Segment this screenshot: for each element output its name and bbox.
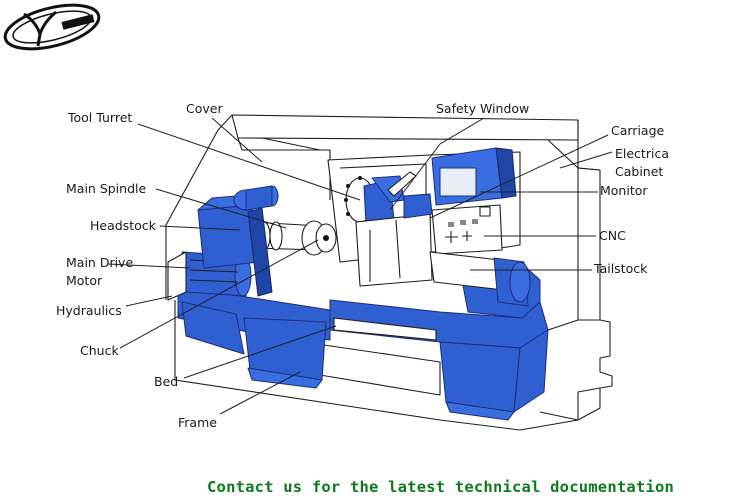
label-headstock: Headstock <box>90 218 157 233</box>
label-carriage: Carriage <box>611 123 665 138</box>
label-cnc: CNC <box>599 228 626 243</box>
label-main-drive-motor-line1: Main Drive <box>66 255 133 270</box>
headstock <box>197 185 279 269</box>
label-frame: Frame <box>178 415 217 430</box>
label-cover: Cover <box>186 101 223 116</box>
label-main-spindle: Main Spindle <box>66 181 146 196</box>
label-leader-lines <box>107 117 613 415</box>
label-chuck: Chuck <box>80 343 119 358</box>
company-logo <box>3 3 101 51</box>
contact-footer-text: Contact us for the latest technical docu… <box>207 478 675 496</box>
label-monitor: Monitor <box>600 183 648 198</box>
cnc-control-panel <box>431 147 517 255</box>
machine-bed-frame <box>177 261 549 421</box>
label-bed: Bed <box>154 374 178 389</box>
carriage <box>355 171 433 287</box>
label-electrical-cabinet-line2: Cabinet <box>615 164 663 179</box>
label-electrical-cabinet-line1: Electrica <box>615 146 669 161</box>
machine-enclosure <box>165 114 613 431</box>
hydraulics-unit <box>167 251 187 301</box>
chuck <box>301 220 337 256</box>
label-tailstock: Tailstock <box>593 261 648 276</box>
part-labels: Tool Turret Cover Safety Window Carriage… <box>56 101 669 430</box>
label-hydraulics: Hydraulics <box>56 303 122 318</box>
label-safety-window: Safety Window <box>436 101 529 116</box>
label-main-drive-motor-line2: Motor <box>66 273 103 288</box>
label-tool-turret: Tool Turret <box>67 110 132 125</box>
